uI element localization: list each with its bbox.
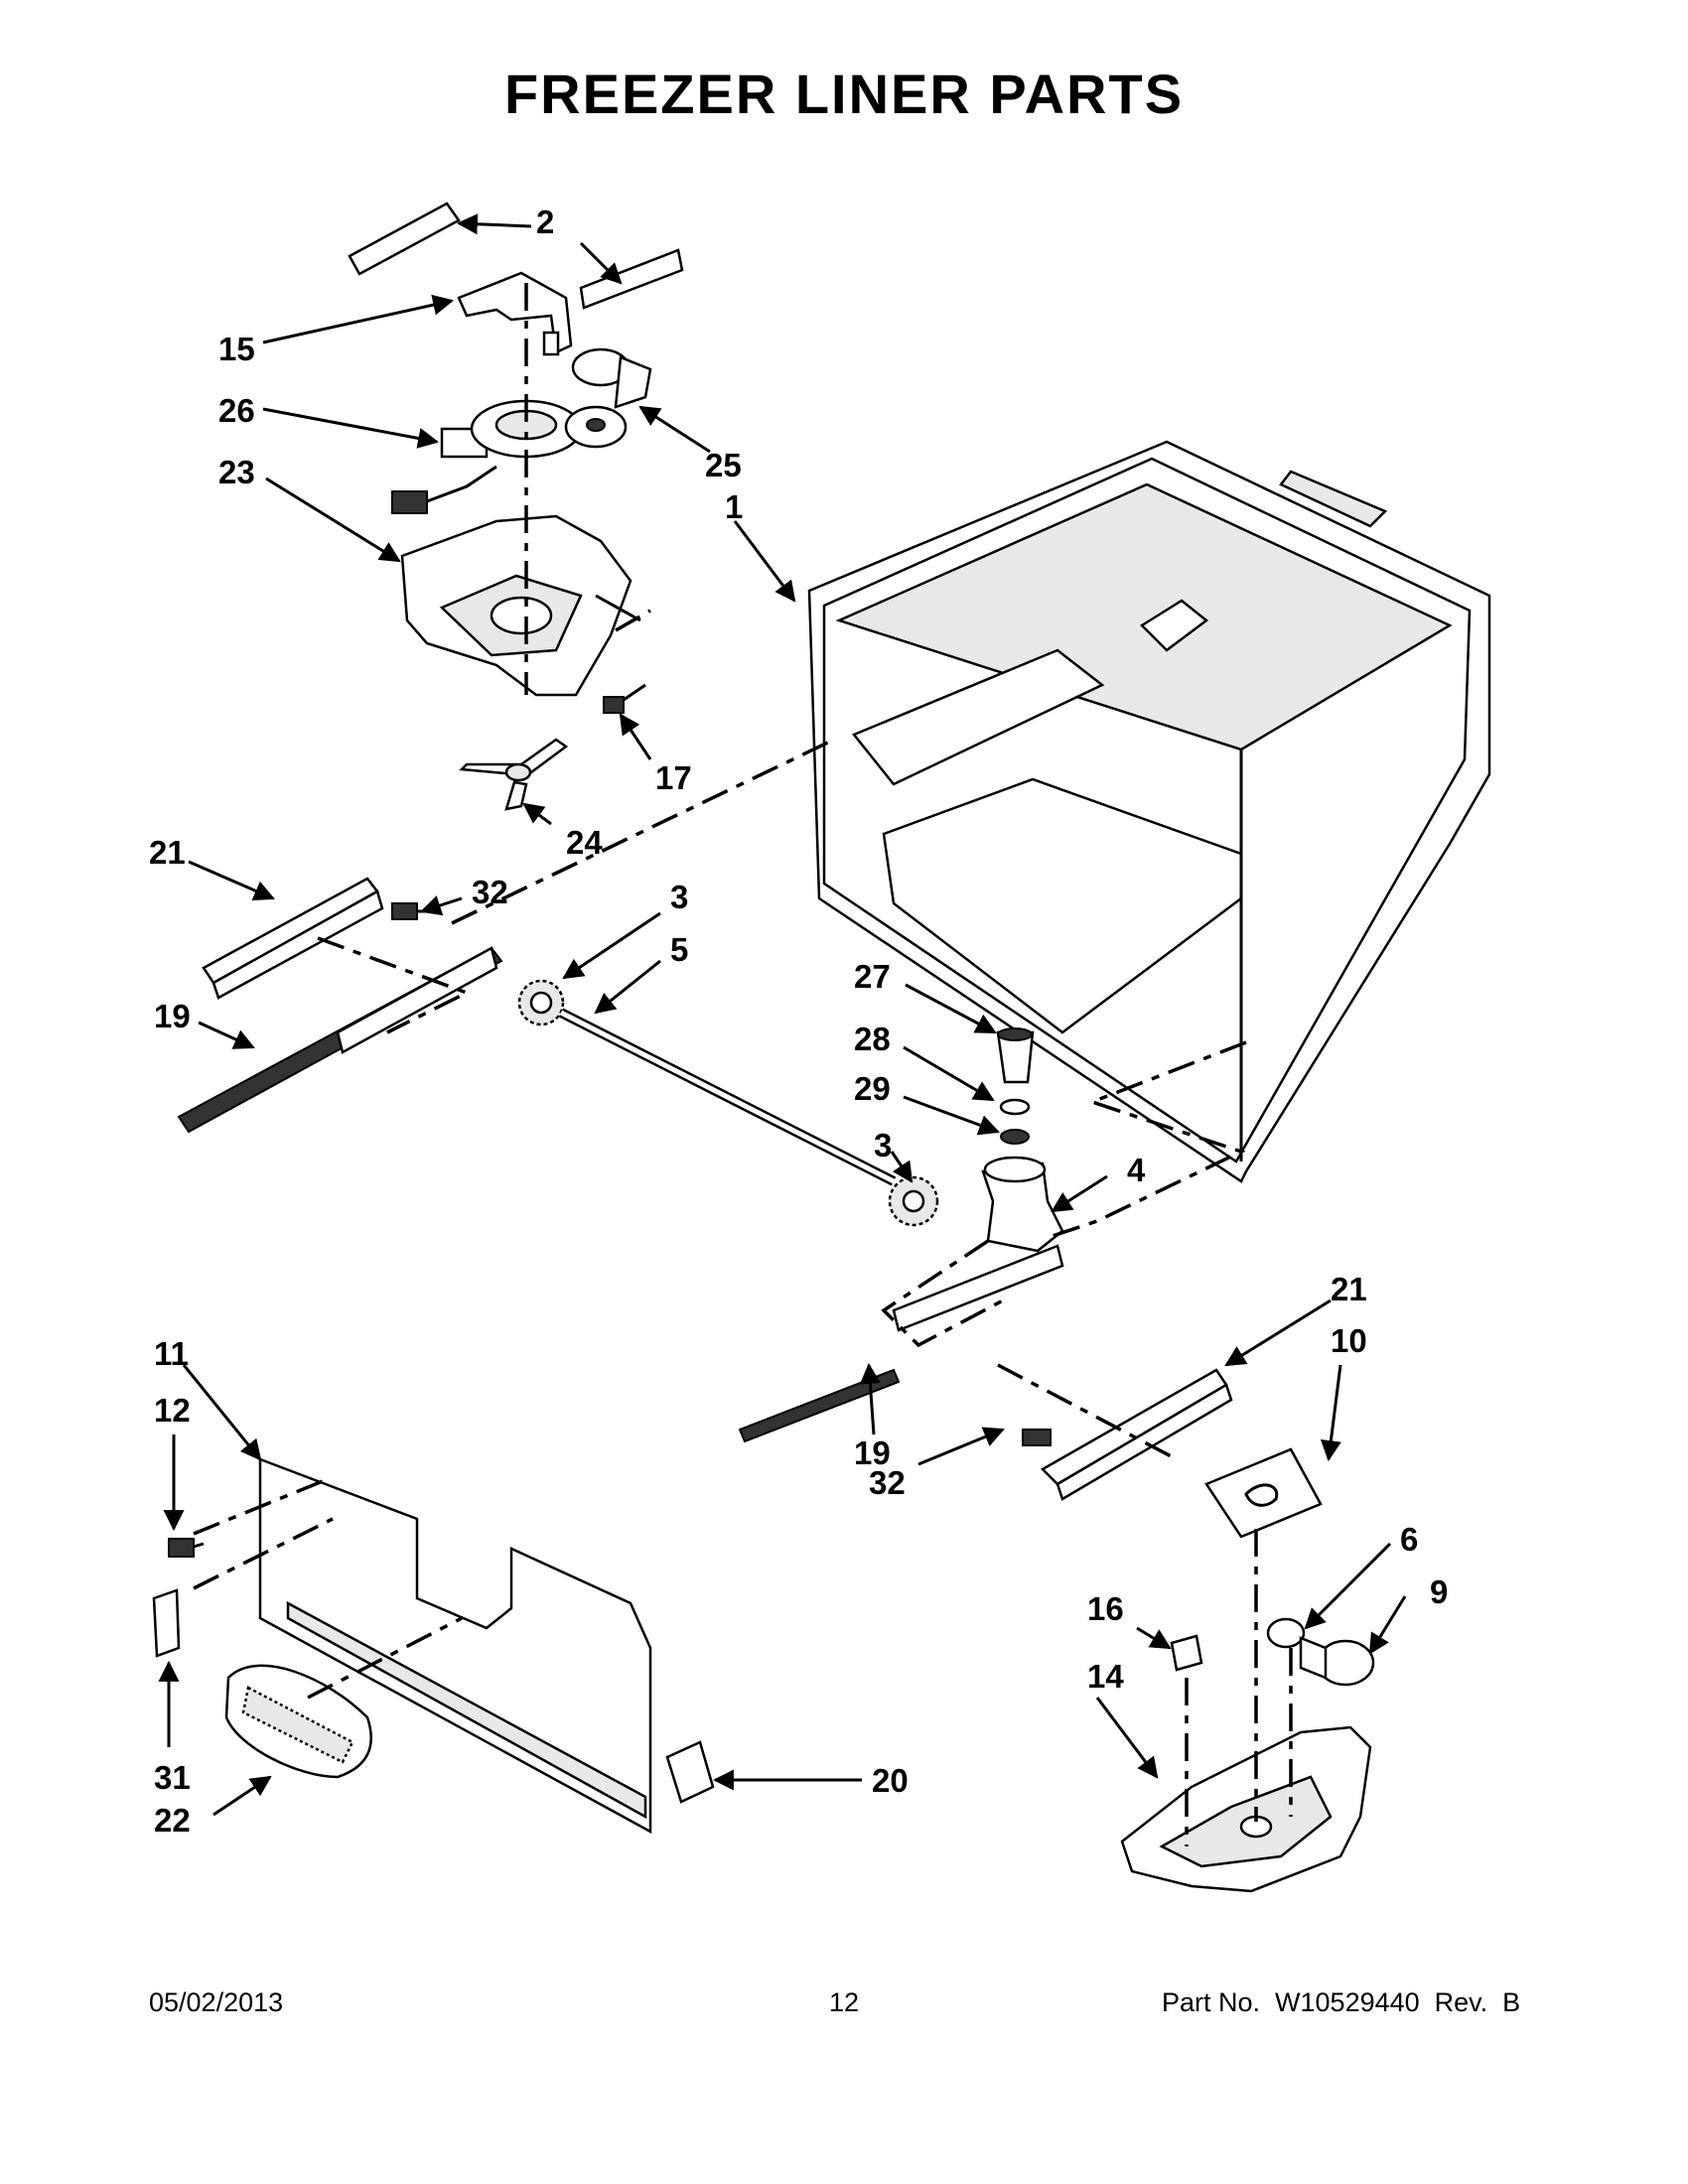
freezer-liner-part xyxy=(807,440,1491,1183)
fan-motor-part xyxy=(391,399,583,514)
footer-page-number: 12 xyxy=(829,1987,860,2017)
callout-1: 1 xyxy=(725,488,743,525)
fan-housing-part xyxy=(400,514,641,697)
linkage-part xyxy=(981,1027,1064,1253)
screw-part xyxy=(603,683,646,714)
callout-21-bottom: 21 xyxy=(1331,1271,1367,1307)
callout-10: 10 xyxy=(1331,1322,1367,1359)
callout-15: 15 xyxy=(218,331,255,367)
callout-9: 9 xyxy=(1430,1573,1448,1610)
callout-23: 23 xyxy=(218,454,255,490)
callout-32-bottom: 32 xyxy=(869,1464,906,1501)
footer-date: 05/02/2013 xyxy=(149,1987,284,2017)
cover-panel-part xyxy=(258,1457,652,1835)
callout-14: 14 xyxy=(1087,1658,1124,1695)
callout-20: 20 xyxy=(872,1762,909,1799)
leader-arrows xyxy=(158,213,1407,1817)
damper-part xyxy=(564,347,652,449)
callout-6: 6 xyxy=(1400,1521,1418,1558)
slide-rail-left xyxy=(177,877,503,1134)
callout-12: 12 xyxy=(154,1392,191,1429)
label-part xyxy=(1204,1447,1323,1539)
gear-shaft-part xyxy=(517,979,939,1227)
fan-blade-part xyxy=(459,738,569,811)
light-housing-part xyxy=(1120,1617,1375,1893)
screw-part xyxy=(168,1538,205,1558)
grille-part xyxy=(224,1664,372,1779)
callout-16: 16 xyxy=(1087,1590,1124,1627)
callout-27: 27 xyxy=(854,958,891,995)
callout-19-bottom: 19 xyxy=(854,1434,891,1471)
fan-bracket-part xyxy=(457,271,573,356)
callout-22: 22 xyxy=(154,1802,191,1839)
footer-part-number: Part No. W10529440 Rev. B xyxy=(1162,1987,1521,2017)
callout-19-top: 19 xyxy=(154,998,191,1034)
callout-17: 17 xyxy=(655,759,692,796)
callout-24: 24 xyxy=(566,824,603,861)
callout-31: 31 xyxy=(154,1759,191,1796)
callout-11: 11 xyxy=(154,1335,189,1372)
callout-29: 29 xyxy=(854,1070,891,1107)
callout-26: 26 xyxy=(218,392,255,429)
callout-25: 25 xyxy=(705,447,742,483)
callout-5: 5 xyxy=(670,931,688,968)
callout-21-top: 21 xyxy=(149,834,186,871)
slide-rail-right xyxy=(738,1244,1233,1501)
page-title: FREEZER LINER PARTS xyxy=(503,63,1185,125)
screw-part xyxy=(391,902,427,920)
callout-3-bottom: 3 xyxy=(874,1127,892,1163)
callout-32-top: 32 xyxy=(472,874,508,910)
assembly-lines xyxy=(193,283,1293,1846)
clip-part xyxy=(152,1588,181,1658)
callout-4: 4 xyxy=(1127,1152,1146,1188)
callout-28: 28 xyxy=(854,1021,891,1057)
callout-2: 2 xyxy=(536,204,554,240)
strip-part xyxy=(665,1740,715,1804)
callout-3-top: 3 xyxy=(670,879,688,915)
